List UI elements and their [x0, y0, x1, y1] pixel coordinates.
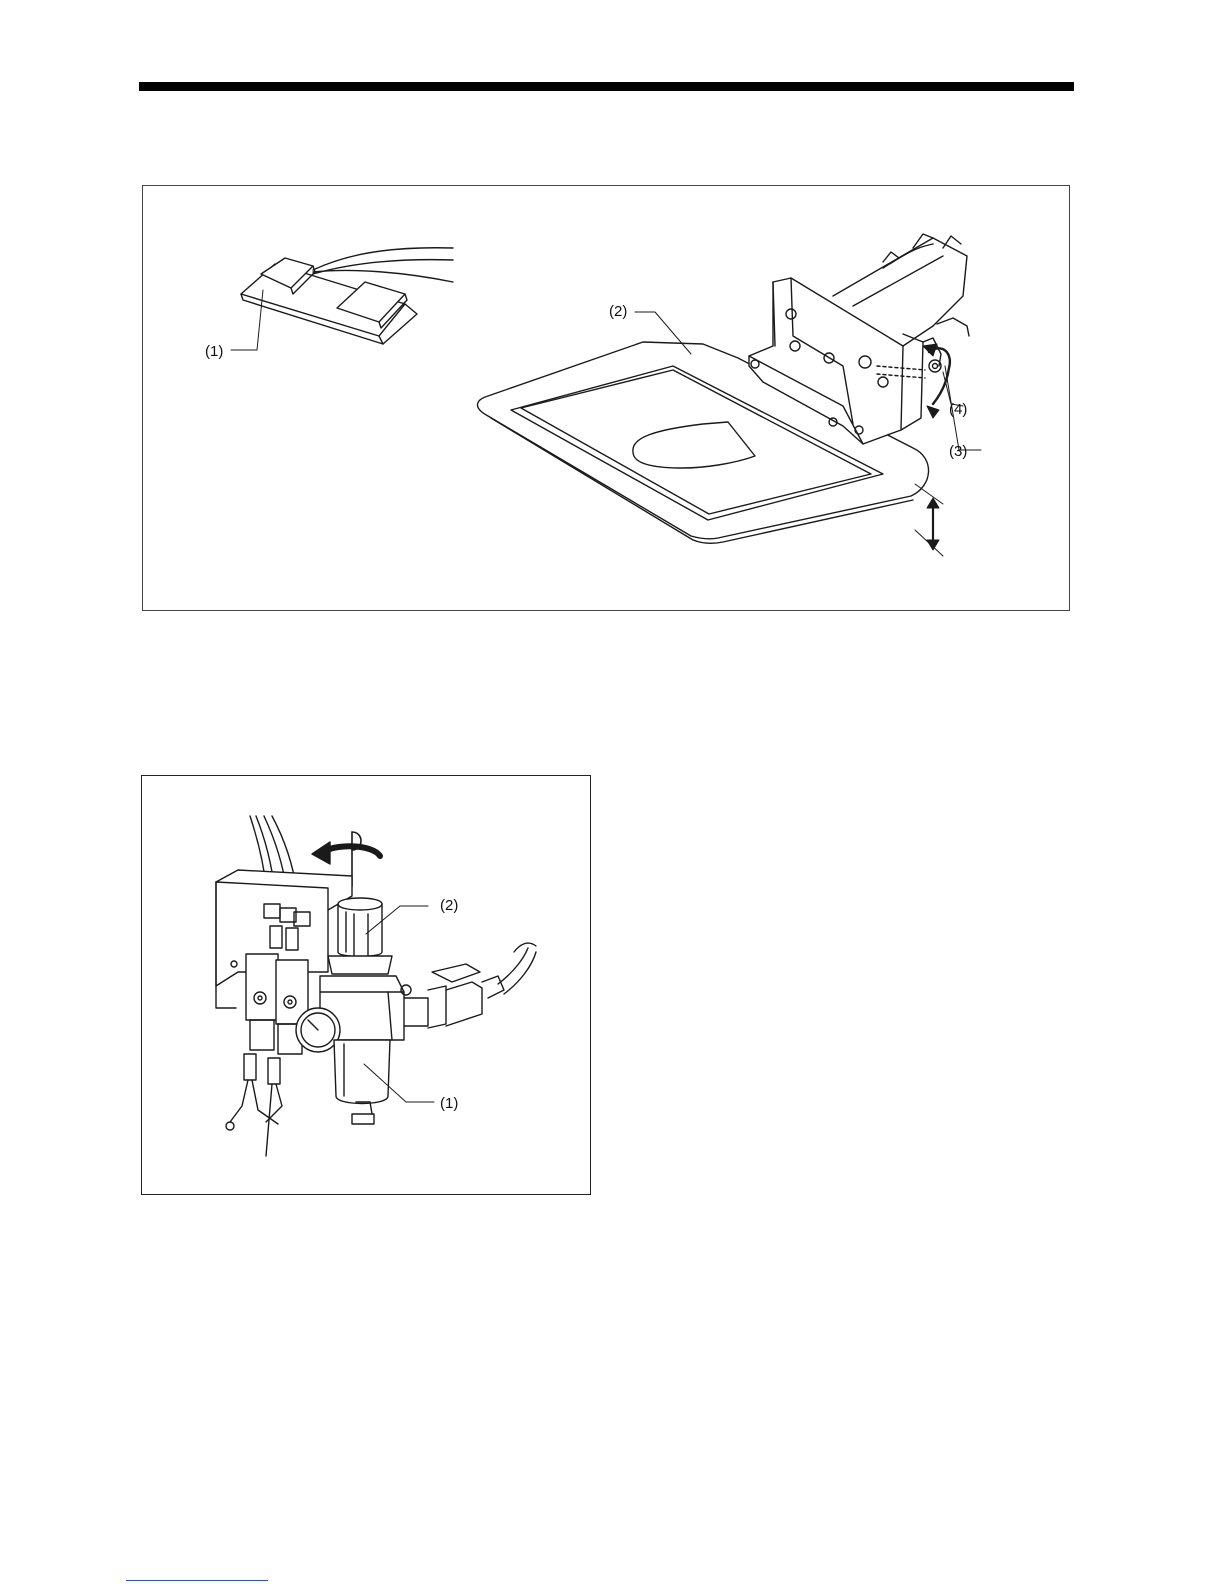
- figure-air-regulator: (2) (1): [141, 775, 591, 1195]
- callout-clamp-plate: (2): [609, 304, 627, 319]
- height-adjust-arrow: [915, 484, 943, 556]
- foot-pedal-drawing: [241, 248, 453, 344]
- callout-regulator-knob: (2): [440, 898, 458, 913]
- callout-rotation: (4): [949, 402, 967, 417]
- figure-clamp-adjustment: (1) (2) (3) (4): [142, 185, 1070, 611]
- callout-filter-bowl: (1): [440, 1096, 458, 1111]
- header-rule: [139, 82, 1074, 91]
- clamp-illustration: [143, 186, 1069, 610]
- callout-bolt: (3): [949, 444, 967, 459]
- callout-foot-pedal: (1): [205, 344, 223, 359]
- footer-link-underline[interactable]: [126, 1580, 268, 1581]
- regulator-illustration: [142, 776, 590, 1194]
